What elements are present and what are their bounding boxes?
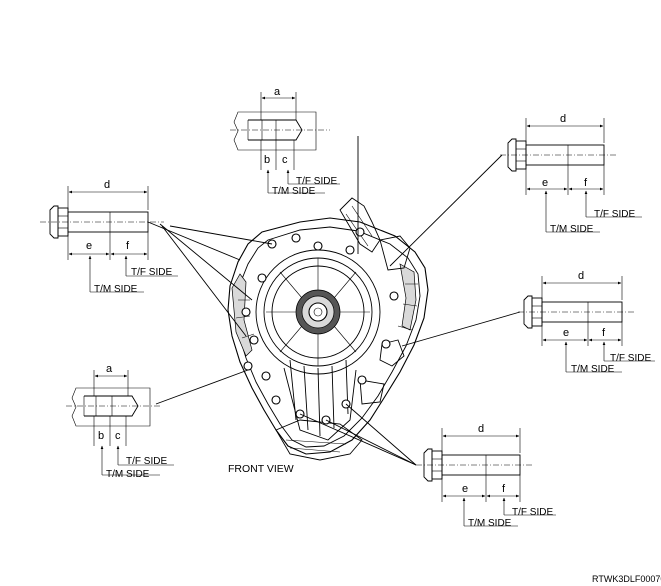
bolt-left-dim-d: d <box>104 179 110 191</box>
bolt-callout-top-right: d e f T/F SIDE T/M SIDE <box>500 113 642 235</box>
bolt-left-dim-f: f <box>126 240 130 252</box>
stud-left-dim-c: c <box>115 430 121 442</box>
bolt-mid-right-tm-side: T/M SIDE <box>571 364 615 375</box>
stud-left-tm-side: T/M SIDE <box>106 469 150 480</box>
front-view-label: FRONT VIEW <box>228 463 294 475</box>
bolt-bottom-right-tm-side: T/M SIDE <box>468 518 512 529</box>
stud-top-tf-side: T/F SIDE <box>296 176 337 187</box>
stud-left-tf-side: T/F SIDE <box>126 456 167 467</box>
stud-top-tm-side: T/M SIDE <box>272 186 316 197</box>
bolt-bottom-right-dim-d: d <box>478 423 484 435</box>
image-code: RTWK3DLF000701 <box>592 574 661 584</box>
bolt-callout-mid-right: d e f T/F SIDE T/M SIDE <box>518 270 655 375</box>
bolt-left-tf-side: T/F SIDE <box>131 267 172 278</box>
bolt-top-right-tm-side: T/M SIDE <box>550 224 594 235</box>
stud-left-dim-b: b <box>98 430 104 442</box>
bolt-mid-right-dim-f: f <box>602 327 606 339</box>
bolt-bottom-right-dim-f: f <box>502 483 506 495</box>
bolt-bottom-right-dim-e: e <box>462 483 468 495</box>
bolt-left-dim-e: e <box>86 240 92 252</box>
transfer-case-housing <box>227 197 429 461</box>
stud-callout-left: a b c T/F SIDE T/M SIDE <box>66 363 174 480</box>
bolt-callout-bottom-right: d e f T/F SIDE T/M SIDE <box>416 423 556 529</box>
bolt-top-right-dim-e: e <box>542 177 548 189</box>
stud-callout-top: a b c T/F SIDE T/M SIDE <box>230 86 340 197</box>
bolt-mid-right-dim-e: e <box>563 327 569 339</box>
bolt-top-right-dim-d: d <box>560 113 566 125</box>
bolt-mid-right-dim-d: d <box>578 270 584 282</box>
leader-lines <box>147 136 521 466</box>
bolt-left-tm-side: T/M SIDE <box>94 284 138 295</box>
stud-top-dim-c: c <box>282 154 288 166</box>
bolt-bottom-right-tf-side: T/F SIDE <box>512 507 553 518</box>
stud-top-dim-a: a <box>274 86 281 98</box>
bolt-top-right-dim-f: f <box>584 177 588 189</box>
bolt-mid-right-tf-side: T/F SIDE <box>610 353 651 364</box>
bolt-top-right-tf-side: T/F SIDE <box>594 209 635 220</box>
stud-left-dim-a: a <box>106 363 113 375</box>
stud-top-dim-b: b <box>264 154 270 166</box>
bolt-callout-left: d e f T/F SIDE T/M SIDE <box>40 179 178 295</box>
